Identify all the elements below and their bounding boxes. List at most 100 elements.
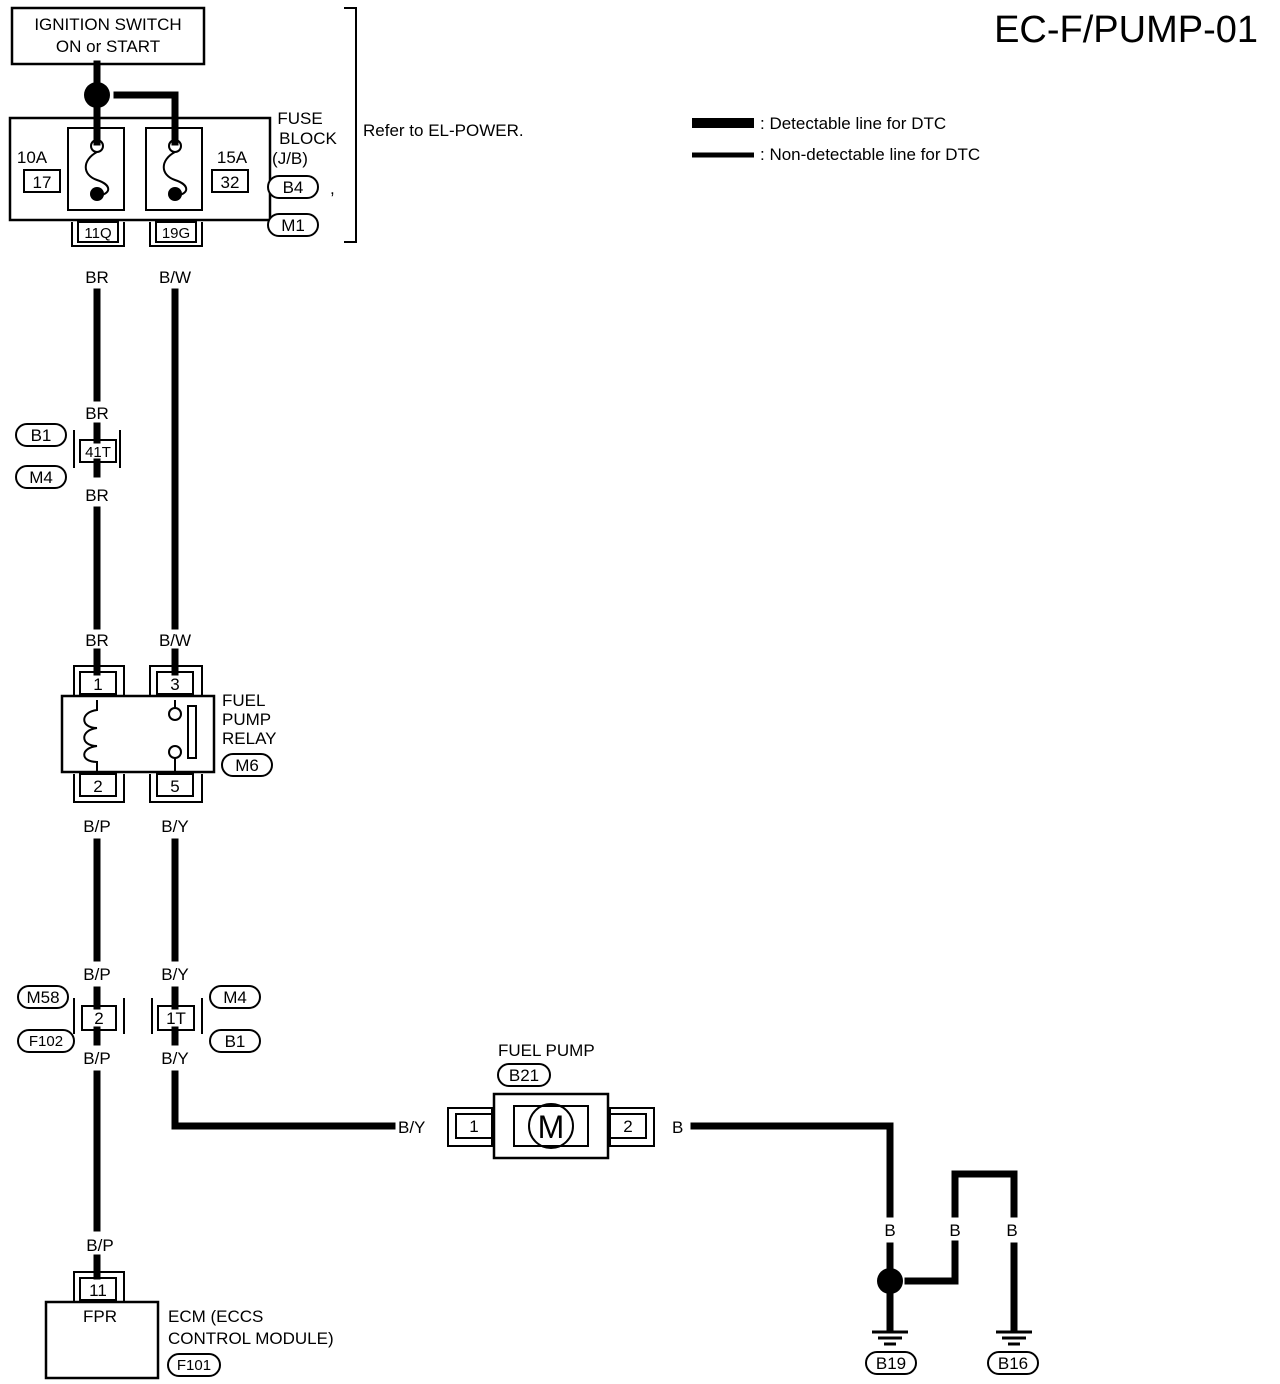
- fuse-block-label-1: FUSE: [277, 109, 322, 128]
- ignition-switch-line2: ON or START: [56, 37, 160, 56]
- connector-b21-pill: [497, 1063, 551, 1087]
- wire-label-br-3: BR: [85, 486, 109, 505]
- wire-label-b-3: B: [949, 1221, 960, 1240]
- ecm-label-1: ECM (ECCS: [168, 1307, 263, 1326]
- wire-label-bp-1: B/P: [83, 817, 110, 836]
- joint-connector-41t: 41T: [73, 422, 121, 478]
- ecm-label-2: CONTROL MODULE): [168, 1329, 334, 1348]
- fuel-pump: 1 M 2: [447, 1092, 655, 1160]
- power-bracket: [344, 7, 357, 243]
- relay-label-3: RELAY: [222, 729, 277, 748]
- connector-m4-left: M4: [29, 468, 53, 487]
- ground-icon-b19: [872, 1330, 908, 1346]
- wire-label-br-4: BR: [85, 631, 109, 650]
- connector-b4-pill: [267, 175, 319, 199]
- wire-label-bp-2: B/P: [83, 965, 110, 984]
- connector-m1: M1: [281, 216, 305, 235]
- ignition-switch-line1: IGNITION SWITCH: [34, 15, 181, 34]
- fuse-block: 10A 17 15A 32: [8, 104, 272, 222]
- connector-m6-pill: [221, 753, 273, 777]
- diagram-title: EC-F/PUMP-01: [994, 9, 1258, 51]
- wire-label-b-4: B: [1006, 1221, 1017, 1240]
- legend: : Detectable line for DTC : Non-detectab…: [692, 114, 980, 164]
- refer-el-power: Refer to EL-POWER.: [363, 121, 524, 140]
- legend-detectable-text: : Detectable line for DTC: [760, 114, 946, 133]
- wire-label-by-3: B/Y: [161, 1049, 188, 1068]
- splice-point: [84, 82, 110, 108]
- connector-m1-pill: [267, 213, 319, 237]
- fuse-right-amp: 15A: [217, 148, 248, 167]
- wire-label-by-2: B/Y: [161, 965, 188, 984]
- legend-non-detectable-text: : Non-detectable line for DTC: [760, 145, 980, 164]
- connector-b4: B4: [283, 178, 304, 197]
- fuel-pump-label: FUEL PUMP: [498, 1041, 595, 1060]
- pump-terminal-1: 1: [469, 1117, 478, 1136]
- connector-b1-pill-top: [15, 423, 67, 447]
- connector-f102: F102: [29, 1033, 63, 1050]
- connector-m4-pill-left: [15, 465, 67, 489]
- connector-b1-pill-right: [209, 1029, 261, 1053]
- terminal-11q: 11Q: [84, 225, 111, 242]
- fuse-left-number: 17: [33, 173, 52, 192]
- wire-label-b-2: B: [884, 1221, 895, 1240]
- motor-label: M: [538, 1109, 565, 1145]
- wire-label-bw-2: B/W: [159, 631, 191, 650]
- fuse-right-feed-wire: [113, 91, 179, 128]
- terminal-2: 2: [94, 1009, 103, 1028]
- joint-connector-2: 2: [73, 986, 125, 1046]
- wire-b-loop: [951, 1170, 1018, 1218]
- fuse-block-label-3: (J/B): [272, 149, 308, 168]
- ecm-pin-fpr: FPR: [83, 1307, 117, 1326]
- relay-label-1: FUEL: [222, 691, 265, 710]
- wire-by-to-pump: [171, 1070, 396, 1130]
- ground-b16: B16: [998, 1354, 1028, 1373]
- wire-label-br-1: BR: [85, 268, 109, 287]
- wire-label-b-1: B: [672, 1118, 683, 1137]
- relay-terminal-2: 2: [93, 777, 102, 796]
- relay-switch-contact: [187, 705, 197, 759]
- terminal-19g: 19G: [162, 225, 190, 242]
- connector-comma: ,: [330, 179, 335, 198]
- fuse-block-label-2: BLOCK: [279, 129, 337, 148]
- ecm-module: 11 FPR: [44, 1271, 160, 1380]
- pump-terminal-2: 2: [623, 1117, 632, 1136]
- fuse-block-terminals: 11Q 19G: [71, 221, 203, 247]
- wire-b-splice-branch: [904, 1240, 959, 1285]
- ground-b19: B19: [876, 1354, 906, 1373]
- wire-label-bp-3: B/P: [83, 1049, 110, 1068]
- connector-m4-pill-right: [209, 985, 261, 1009]
- relay-label-2: PUMP: [222, 710, 271, 729]
- wire-label-br-2: BR: [85, 404, 109, 423]
- connector-b1-right: B1: [225, 1032, 246, 1051]
- connector-m58: M58: [26, 988, 59, 1007]
- relay-coil: [83, 700, 98, 772]
- connector-f101: F101: [177, 1357, 211, 1374]
- connector-b21: B21: [509, 1066, 539, 1085]
- terminal-1t: 1T: [166, 1009, 186, 1028]
- connector-f101-pill: [167, 1353, 221, 1377]
- connector-m58-pill: [17, 985, 69, 1009]
- wire-label-bp-4: B/P: [86, 1236, 113, 1255]
- connector-m4-right: M4: [223, 988, 247, 1007]
- ground-splice: [877, 1268, 903, 1294]
- relay-terminal-3: 3: [170, 675, 179, 694]
- wire-label-by-1: B/Y: [161, 817, 188, 836]
- wire-b-to-ground: [690, 1122, 894, 1218]
- ignition-switch: IGNITION SWITCH ON or START: [10, 6, 206, 66]
- wire-label-bw-1: B/W: [159, 268, 191, 287]
- ground-b16-pill: [987, 1351, 1039, 1375]
- relay-terminal-5: 5: [170, 777, 179, 796]
- connector-m6: M6: [235, 756, 259, 775]
- relay-terminal-1: 1: [93, 675, 102, 694]
- ecm-terminal-11: 11: [89, 1281, 107, 1300]
- wire-label-by-4: B/Y: [398, 1118, 425, 1137]
- ground-b19-pill: [865, 1351, 917, 1375]
- fuel-pump-relay: 1 3 2 5: [60, 665, 216, 803]
- connector-f102-pill: [17, 1029, 75, 1053]
- ground-icon-b16: [996, 1330, 1032, 1346]
- joint-connector-1t: 1T: [151, 986, 203, 1046]
- connector-b1-top: B1: [31, 426, 52, 445]
- motor-icon: [528, 1103, 574, 1149]
- fuse-right-number: 32: [221, 173, 240, 192]
